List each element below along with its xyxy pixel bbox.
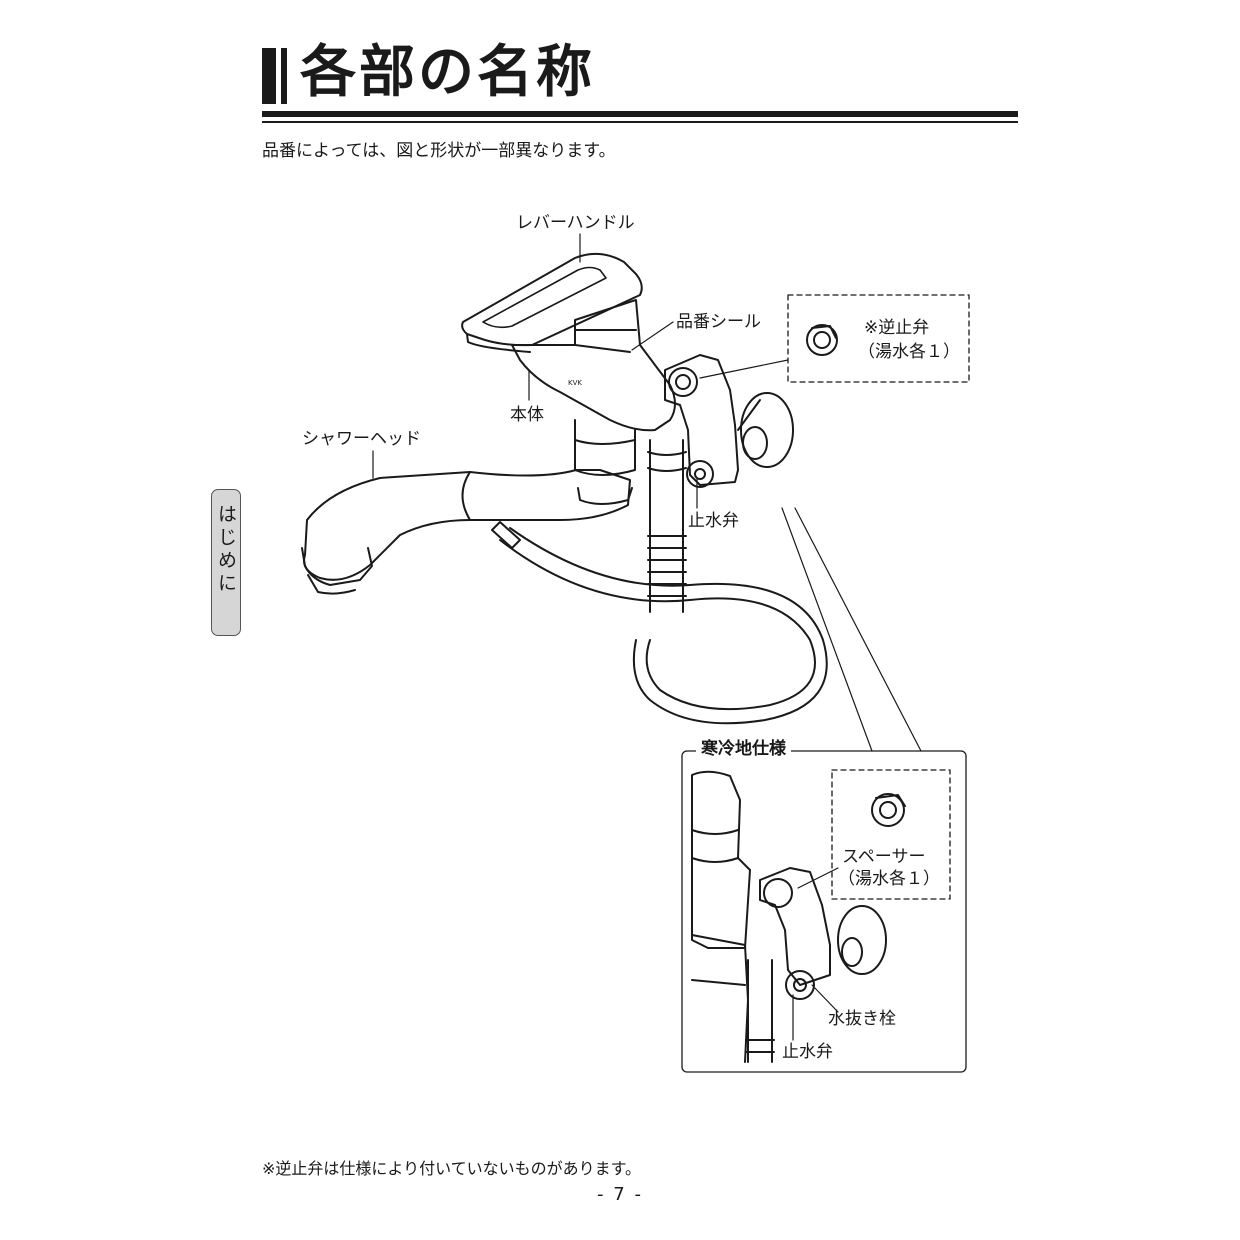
title-bar-thin [281,48,287,104]
footnote: ※逆止弁は仕様により付いていないものがあります。 [262,1159,642,1178]
label-drain-plug: 水抜き栓 [828,1009,896,1029]
spacer-part [871,793,906,827]
lever-handle [461,252,643,347]
section-tab: はじめに [211,489,241,636]
spout [303,469,631,581]
title-bar-thick [262,48,276,104]
title-rule-thick [262,111,1018,117]
label-part-number-seal: 品番シール [676,312,761,332]
label-body: 本体 [510,405,544,425]
page-number: - 7 - [597,1184,643,1205]
intro-text: 品番によっては、図と形状が一部異なります。 [262,141,616,161]
label-spacer: スペーサー [842,847,926,867]
label-hot-cold-each-2: （湯水各１） [838,869,940,889]
shower-head [301,547,373,586]
label-stop-valve: 止水弁 [688,511,739,531]
stop-valve [686,460,714,488]
check-valve-part [806,324,838,356]
title-rule-thin [262,121,1018,123]
wall-union [664,354,739,486]
label-hot-cold-each: （湯水各１） [858,342,960,362]
label-cold-region-spec: 寒冷地仕様 [696,738,791,760]
label-shower-head: シャワーヘッド [302,429,421,449]
spacer-detail-box [831,769,951,900]
label-lever-handle: レバーハンドル [516,213,635,233]
section-tab-label: はじめに [215,504,237,596]
check-valve-detail-box [787,294,970,383]
label-check-valve: ※逆止弁 [864,318,930,338]
brand-mark: KVK [568,379,582,387]
label-stop-valve-2: 止水弁 [782,1042,833,1062]
drain-plug [785,970,815,1000]
cold-region-detail-frame [681,750,967,1073]
page-title: 各部の名称 [300,40,595,105]
shower-hose [499,539,816,711]
